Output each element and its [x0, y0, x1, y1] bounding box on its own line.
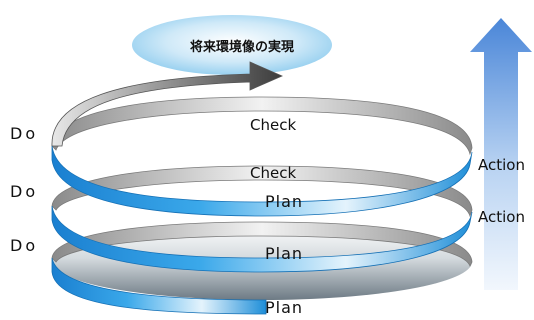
check-label-2: Check [250, 164, 297, 182]
plan-label-2: Plan [265, 244, 304, 263]
check-label-1: Check [250, 116, 297, 134]
do-label-3: Do [10, 236, 39, 255]
ribbon-top-arrow [51, 61, 283, 147]
ribbon-front-bottom [51, 257, 267, 315]
ribbon-back-bottom [51, 221, 473, 267]
do-label-2: Do [10, 182, 39, 201]
ribbon-front-top [51, 145, 473, 217]
goal-ellipse [132, 15, 332, 75]
plan-label-3: Plan [265, 298, 304, 317]
do-label-1: Do [10, 124, 39, 143]
ribbon-back-top [51, 96, 473, 156]
ribbon-back-middle [51, 165, 473, 218]
plan-label-1: Plan [265, 192, 304, 211]
action-label-2: Action [478, 208, 525, 226]
ribbon-front-middle [51, 205, 473, 273]
action-up-arrow [470, 18, 532, 290]
action-label-1: Action [478, 156, 525, 174]
goal-label: 将来環境像の実現 [190, 40, 295, 55]
